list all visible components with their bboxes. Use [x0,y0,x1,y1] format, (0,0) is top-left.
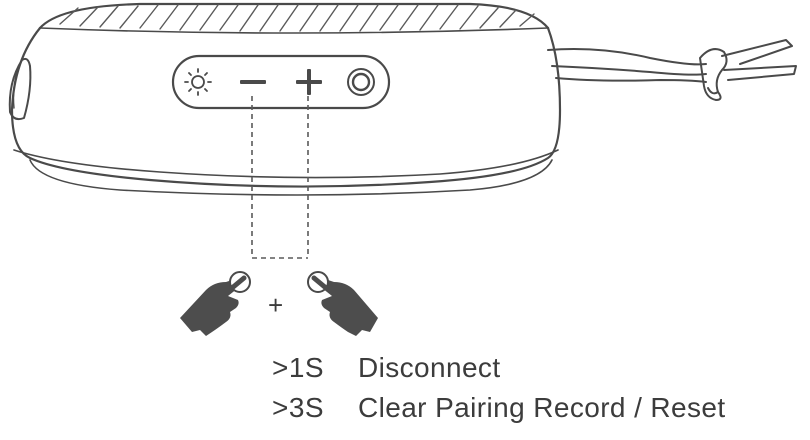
combination-plus-label: + [268,290,284,320]
volume-up-button[interactable] [296,69,322,95]
instruction-legend: >1S Disconnect >3S Clear Pairing Record … [272,348,726,428]
plus-icon [296,69,322,95]
power-ring-icon [347,68,375,96]
dashed-guide [251,96,309,259]
power-button[interactable] [347,68,375,96]
action-label: Disconnect [358,352,501,383]
left-hand-icon [180,271,251,336]
sun-light-icon [184,68,212,96]
instruction-row: >1S Disconnect [272,348,726,388]
duration-label: >1S [272,352,325,383]
minus-icon [240,80,266,84]
control-panel [171,54,391,110]
instruction-row: >3S Clear Pairing Record / Reset [272,388,726,428]
action-label: Clear Pairing Record / Reset [358,392,726,423]
light-button[interactable] [184,68,212,96]
duration-label: >3S [272,392,325,423]
fabric-texture [59,4,535,32]
right-hand-icon [307,271,378,336]
volume-down-button[interactable] [240,80,266,84]
lanyard-strap [547,39,797,101]
